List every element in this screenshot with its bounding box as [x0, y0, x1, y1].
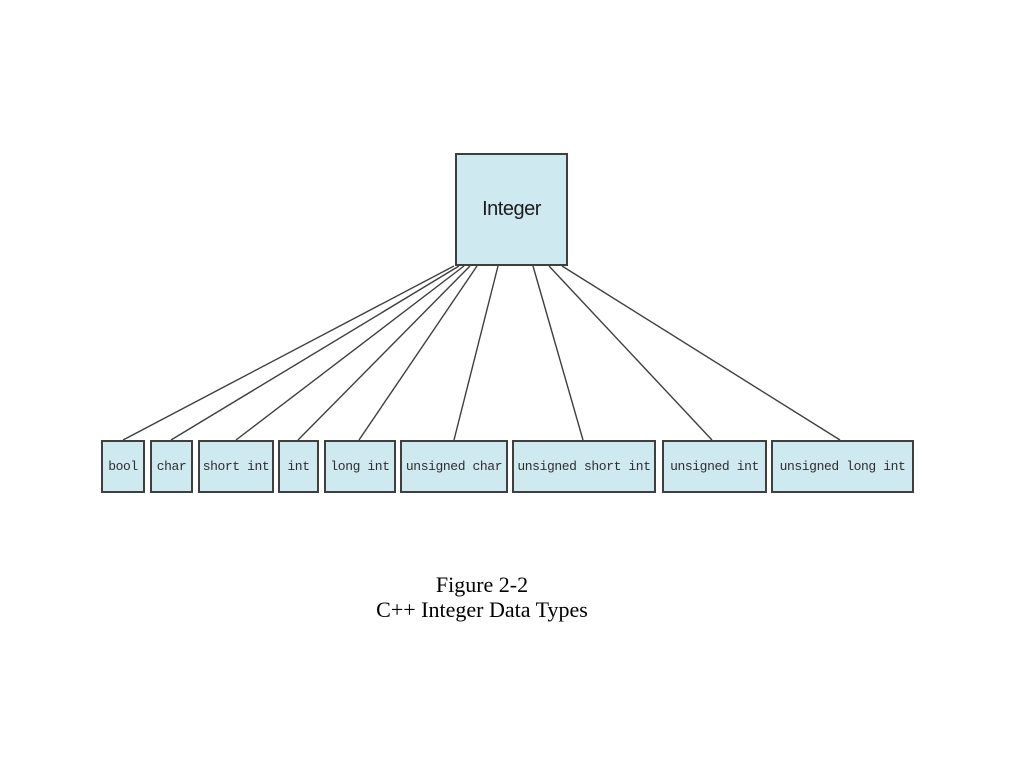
child-node-short-int: short int [198, 440, 274, 493]
child-node-unsigned-long-int: unsigned long int [771, 440, 914, 493]
child-node-label: char [156, 459, 187, 474]
child-node-label: long int [330, 459, 390, 474]
figure-caption-line1: Figure 2-2 [435, 572, 529, 597]
child-node-unsigned-short-int: unsigned short int [512, 440, 656, 493]
child-node-long-int: long int [324, 440, 396, 493]
connector-line-unsigned-char [453, 265, 499, 441]
child-node-label: unsigned int [670, 459, 759, 474]
figure-caption-line2: C++ Integer Data Types [376, 597, 588, 622]
child-node-label: unsigned char [405, 459, 503, 474]
child-node-label: unsigned short int [517, 459, 651, 474]
child-node-unsigned-char: unsigned char [400, 440, 508, 493]
connector-line-long-int [358, 265, 478, 441]
child-node-bool: bool [101, 440, 145, 493]
child-node-int: int [278, 440, 319, 493]
connector-line-int [297, 265, 471, 441]
connector-line-unsigned-long-int [561, 265, 841, 441]
child-node-label: bool [108, 459, 138, 474]
figure-caption: Figure 2-2 C++ Integer Data Types [282, 572, 682, 622]
connector-line-char [170, 265, 460, 441]
child-node-char: char [150, 440, 193, 493]
root-node-label: Integer [482, 198, 541, 220]
connector-line-unsigned-int [548, 265, 713, 441]
child-node-unsigned-int: unsigned int [662, 440, 767, 493]
root-node-integer: Integer [455, 153, 568, 266]
child-node-label: unsigned long int [779, 459, 906, 474]
child-node-label: short int [202, 459, 270, 474]
connector-line-short-int [235, 265, 465, 441]
connector-line-bool [122, 265, 455, 441]
child-node-label: int [287, 459, 310, 474]
connector-line-unsigned-short-int [532, 265, 584, 441]
